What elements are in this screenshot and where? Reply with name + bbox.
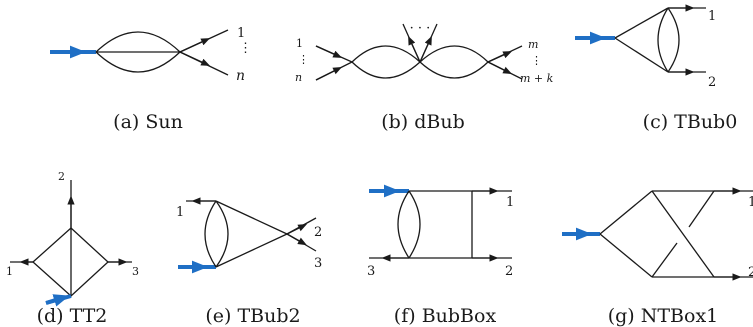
crossed-line-2b — [688, 190, 715, 228]
leg-label: 1 — [506, 195, 514, 210]
outgoing-arrow-m — [487, 51, 513, 63]
leg-label: m + k — [520, 72, 554, 85]
diagram-tt2: 2 1 3 (d) TT2 — [6, 170, 139, 327]
ellipsis-dots: · · · — [410, 21, 431, 36]
bubble-right — [215, 200, 229, 268]
leg-label: 3 — [314, 256, 322, 271]
propagator-lower-left — [599, 233, 653, 278]
outgoing-arrow-2 — [286, 223, 308, 235]
bubble-right — [408, 190, 421, 259]
bubble-right — [667, 7, 680, 73]
middle-arrow-left — [408, 35, 421, 63]
diagram-ntbox1: 1 2 (g) NTBox1 — [562, 187, 753, 327]
outgoing-arrow-mk — [487, 61, 513, 75]
caption: (f) BubBox — [394, 305, 497, 327]
leg-label: 2 — [58, 170, 65, 183]
ellipsis-dots: ⋮ — [531, 54, 542, 67]
external-momentum-arrow — [45, 294, 70, 307]
outgoing-arrow-1 — [179, 38, 211, 53]
leg-label: 1 — [6, 265, 13, 278]
leg-label: 3 — [367, 264, 375, 279]
bubble-left — [204, 200, 217, 268]
caption: (c) TBub0 — [643, 111, 738, 133]
leg-label: n — [236, 68, 245, 84]
diagram-tbub0: 1 2 (c) TBub0 — [575, 4, 738, 133]
caption: (d) TT2 — [37, 305, 108, 327]
propagator-lower — [614, 37, 669, 73]
leg-label: 1 — [176, 205, 184, 220]
caption: (a) Sun — [113, 111, 183, 133]
outgoing-arrow-n — [179, 51, 211, 66]
leg-label: 1 — [708, 9, 716, 24]
diagram-tbub2: 1 2 3 (e) TBub2 — [176, 197, 322, 327]
leg-label: 1 — [237, 26, 245, 41]
diagram-sun: 1 ⋮ n (a) Sun — [50, 26, 252, 133]
bubble-left — [397, 190, 410, 259]
propagator-upper — [95, 31, 181, 53]
diagram-bubbox: 1 3 2 (f) BubBox — [367, 184, 514, 327]
bubble-left — [657, 7, 669, 73]
middle-arrow-right — [419, 35, 432, 63]
bubble-1-upper — [351, 45, 421, 63]
bubble-2-lower — [419, 61, 489, 79]
leg-label: 2 — [708, 75, 716, 90]
propagator-upper — [614, 7, 669, 39]
caption: (e) TBub2 — [205, 305, 300, 327]
leg-label: n — [295, 71, 302, 84]
incoming-arrow-n — [315, 66, 343, 81]
leg-label: 2 — [314, 225, 322, 240]
propagator-lower — [95, 51, 181, 73]
propagator-upper — [215, 200, 288, 235]
propagator-lower — [215, 233, 288, 268]
leg-label: 1 — [296, 37, 303, 50]
bubble-2-upper — [419, 45, 489, 63]
crossed-line-2a — [651, 242, 678, 278]
ellipsis-dots: ⋮ — [298, 53, 309, 66]
ellipsis-dots: ⋮ — [239, 41, 252, 56]
crossed-line-1 — [651, 190, 715, 278]
leg-label: 3 — [132, 265, 139, 278]
leg-label: 2 — [505, 264, 513, 279]
outgoing-arrow-3 — [286, 233, 307, 246]
leg-label: 1 — [748, 195, 753, 210]
incoming-arrow-1 — [315, 45, 343, 58]
leg-label: 2 — [748, 265, 753, 280]
leg-label: m — [528, 38, 538, 51]
caption: (b) dBub — [381, 111, 465, 133]
caption: (g) NTBox1 — [608, 305, 719, 327]
bubble-1-lower — [351, 61, 421, 79]
propagator-upper-left — [599, 190, 653, 235]
diagram-dbub: · · · 1 ⋮ n m ⋮ m + k (b) dBub — [295, 21, 554, 133]
